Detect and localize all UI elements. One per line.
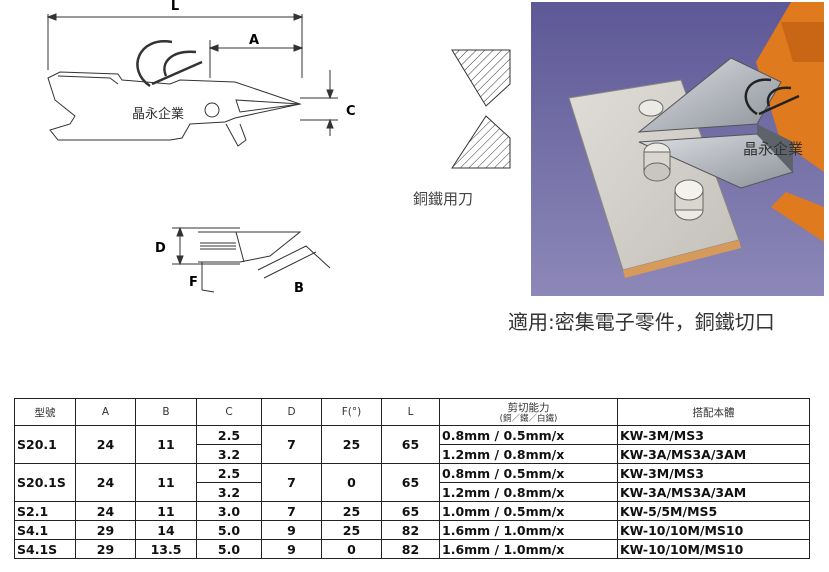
label-b: B	[294, 281, 304, 296]
dimension-a	[208, 40, 304, 78]
label-a: A	[249, 33, 259, 48]
cell-match: KW-5/5M/MS5	[617, 501, 810, 521]
table-header-row: 型號 A B C D F(°) L 剪切能力(銅／鐵／白鐵) 搭配本體	[14, 398, 810, 426]
cell-l: 82	[381, 520, 440, 540]
cell-l: 82	[381, 539, 440, 559]
table-row: 3.2 1.2mm / 0.8mm/x KW-3A/MS3A/3AM	[15, 444, 810, 464]
header-f: F(°)	[321, 398, 382, 426]
table-row: S4.1 29 14 5.0 9 25 82 1.6mm / 1.0mm/x K…	[14, 520, 810, 540]
drawing-watermark-text: 晶永企業	[132, 106, 184, 122]
cell-c: 3.0	[196, 501, 262, 521]
cell-c: 3.2	[196, 482, 262, 502]
application-caption: 適用:密集電子零件，銅鐵切口	[508, 310, 775, 334]
header-c: C	[196, 398, 262, 426]
cell-d: 7	[261, 501, 322, 521]
cell-l: 65	[381, 425, 440, 464]
cell-b: 11	[135, 463, 197, 502]
cell-c: 5.0	[196, 539, 262, 559]
cell-match: KW-3M/MS3	[617, 425, 810, 445]
cell-d: 7	[261, 463, 322, 502]
cell-match: KW-3M/MS3	[617, 463, 810, 483]
cell-d: 9	[261, 520, 322, 540]
cell-l: 65	[381, 463, 440, 502]
blade-profile-icon	[451, 49, 511, 169]
header-capacity-sub: (銅／鐵／白鐵)	[499, 414, 558, 424]
cell-capacity: 0.8mm / 0.5mm/x	[439, 463, 618, 483]
header-capacity-main: 剪切能力	[507, 402, 550, 414]
photo-logo	[744, 78, 800, 116]
cell-a: 24	[75, 463, 136, 502]
blade-type-label: 銅鐵用刀	[413, 190, 474, 208]
cell-f: 0	[321, 539, 382, 559]
blade-detail-view	[172, 226, 331, 293]
cell-a: 29	[75, 539, 136, 559]
cell-match: KW-10/10M/MS10	[617, 520, 810, 540]
table-row: S2.1 24 11 3.0 7 25 65 1.0mm / 0.5mm/x K…	[14, 501, 810, 521]
cell-capacity: 1.6mm / 1.0mm/x	[439, 539, 618, 559]
header-model: 型號	[14, 398, 76, 426]
cell-model: S20.1S	[14, 463, 76, 502]
cell-capacity: 1.2mm / 0.8mm/x	[439, 444, 618, 464]
table-row: S20.1S 24 11 2.5 7 0 65 0.8mm / 0.5mm/x …	[14, 463, 810, 502]
cell-match: KW-3A/MS3A/3AM	[617, 482, 810, 502]
cell-f: 25	[321, 425, 382, 464]
cell-model: S2.1	[14, 501, 76, 521]
cell-capacity: 1.0mm / 0.5mm/x	[439, 501, 618, 521]
cell-a: 29	[75, 520, 136, 540]
cell-b: 11	[135, 425, 197, 464]
table-row: S4.1S 29 13.5 5.0 9 0 82 1.6mm / 1.0mm/x…	[14, 539, 810, 559]
spec-table: 型號 A B C D F(°) L 剪切能力(銅／鐵／白鐵) 搭配本體 S20.…	[14, 398, 810, 559]
header-capacity: 剪切能力(銅／鐵／白鐵)	[439, 398, 618, 426]
cell-match: KW-3A/MS3A/3AM	[617, 444, 810, 464]
cell-d: 9	[261, 539, 322, 559]
photo-watermark-text: 晶永企業	[743, 140, 804, 158]
label-d: D	[155, 241, 166, 256]
cell-a: 24	[75, 501, 136, 521]
cell-model: S4.1	[14, 520, 76, 540]
product-render-photo: 晶永企業	[531, 2, 824, 296]
cell-match: KW-10/10M/MS10	[617, 539, 810, 559]
cell-capacity: 1.2mm / 0.8mm/x	[439, 482, 618, 502]
cell-b: 13.5	[135, 539, 197, 559]
cell-f: 0	[321, 463, 382, 502]
cell-c: 5.0	[196, 520, 262, 540]
cell-c: 3.2	[196, 444, 262, 464]
label-f: F	[189, 275, 198, 290]
dimension-l	[46, 13, 304, 70]
cell-l: 65	[381, 501, 440, 521]
cell-model: S20.1	[14, 425, 76, 464]
header-match: 搭配本體	[617, 398, 810, 426]
cell-d: 7	[261, 425, 322, 464]
cell-c: 2.5	[196, 463, 262, 483]
label-c: C	[346, 104, 356, 119]
cell-b: 11	[135, 501, 197, 521]
cell-model: S4.1S	[14, 539, 76, 559]
table-row: S20.1 24 11 2.5 7 25 65 0.8mm / 0.5mm/x …	[14, 425, 810, 464]
cell-f: 25	[321, 501, 382, 521]
label-l: L	[171, 0, 179, 14]
cell-capacity: 0.8mm / 0.5mm/x	[439, 425, 618, 445]
cell-a: 24	[75, 425, 136, 464]
header-b: B	[135, 398, 197, 426]
cell-b: 14	[135, 520, 197, 540]
header-d: D	[261, 398, 322, 426]
cell-capacity: 1.6mm / 1.0mm/x	[439, 520, 618, 540]
render-illustration	[531, 2, 824, 296]
cutter-side-view	[47, 70, 338, 147]
header-l: L	[381, 398, 440, 426]
cell-c: 2.5	[196, 425, 262, 445]
header-a: A	[75, 398, 136, 426]
logo-watermark	[136, 40, 203, 88]
technical-drawing: L A C 晶永企業	[46, 0, 511, 296]
cell-f: 25	[321, 520, 382, 540]
